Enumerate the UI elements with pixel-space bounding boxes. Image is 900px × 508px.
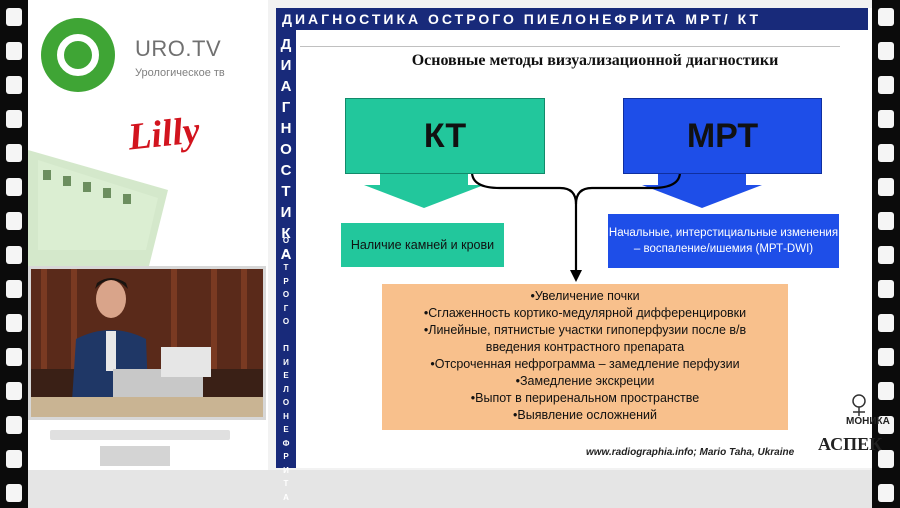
vertical-letter: Н <box>280 120 292 137</box>
vertical-letter: О <box>282 236 290 245</box>
speaker-video <box>28 266 266 420</box>
film-hole-icon <box>878 178 894 196</box>
slide-header: ДИАГНОСТИКА ОСТРОГО ПИЕЛОНЕФРИТА МРТ/ КТ <box>276 8 868 30</box>
vertical-letter: И <box>280 57 292 74</box>
vertical-letter: Т <box>281 183 291 200</box>
vertical-letter: И <box>283 357 289 367</box>
finding-item: •Линейные, пятнистые участки гипоперфузи… <box>423 323 747 337</box>
film-hole-icon <box>878 212 894 230</box>
vertical-letter <box>280 329 292 343</box>
film-hole-icon <box>878 382 894 400</box>
film-hole-icon <box>6 212 22 230</box>
film-hole-icon <box>878 280 894 298</box>
kt-method-box: КТ <box>345 98 545 174</box>
vertical-letter: Е <box>283 425 289 434</box>
vertical-letter: Г <box>283 303 289 313</box>
kt-result-box: Наличие камней и крови <box>341 223 504 267</box>
vertical-letter: О <box>282 398 290 407</box>
vertical-letter: С <box>280 162 292 179</box>
film-hole-icon <box>6 280 22 298</box>
vertical-letter: А <box>283 492 289 502</box>
vertical-letter: С <box>283 249 289 259</box>
film-hole-icon <box>6 178 22 196</box>
film-hole-icon <box>6 416 22 434</box>
film-hole-icon <box>878 144 894 162</box>
vertical-letter: О <box>282 317 290 326</box>
vertical-letter: О <box>282 290 290 299</box>
vertical-letter: Р <box>283 276 289 286</box>
finding-item: •Выпот в периренальном пространстве <box>470 391 700 405</box>
finding-item: введения контрастного препарата <box>485 340 685 354</box>
film-strip-right <box>872 0 900 508</box>
vertical-letter: Е <box>283 371 289 380</box>
slide-sidebar <box>276 8 296 468</box>
film-hole-icon <box>6 144 22 162</box>
finding-item: •Замедление экскреции <box>515 374 655 388</box>
film-reel-decoration-icon <box>28 150 168 270</box>
monitor-stand <box>50 430 230 440</box>
bottom-bar <box>28 470 872 508</box>
vertical-letter: Р <box>283 452 289 461</box>
channel-title: URO.TV <box>135 36 222 61</box>
vertical-letter: Т <box>283 263 289 272</box>
film-hole-icon <box>6 348 22 366</box>
vertical-letter: П <box>283 344 289 353</box>
vertical-letter: Н <box>283 411 289 421</box>
film-hole-icon <box>6 450 22 468</box>
film-hole-icon <box>878 348 894 366</box>
film-hole-icon <box>878 76 894 94</box>
vertical-letter: О <box>280 141 292 158</box>
mrt-method-box: МРТ <box>623 98 822 174</box>
monitor-base <box>100 446 170 466</box>
film-hole-icon <box>6 314 22 332</box>
uro-tv-logo-ring <box>57 34 99 76</box>
mrt-result-box: Начальные, интерстициальные изменения – … <box>608 214 839 268</box>
slide-footnote: www.radiographia.info; Mario Taha, Ukrai… <box>586 447 795 458</box>
film-hole-icon <box>6 42 22 60</box>
film-hole-icon <box>878 416 894 434</box>
divider <box>300 46 840 47</box>
film-hole-icon <box>878 484 894 502</box>
finding-item: •Увеличение почки <box>530 289 640 303</box>
film-hole-icon <box>878 314 894 332</box>
film-hole-icon <box>878 246 894 264</box>
vertical-letter: Г <box>281 99 291 116</box>
vertical-letter: Д <box>280 36 292 53</box>
finding-item: •Отсроченная нефрограмма – замедление пе… <box>430 357 740 371</box>
vertical-letter: И <box>280 204 292 221</box>
film-hole-icon <box>6 246 22 264</box>
vertical-letter: Л <box>283 384 289 394</box>
film-hole-icon <box>6 382 22 400</box>
film-hole-icon <box>6 110 22 128</box>
film-hole-icon <box>878 450 894 468</box>
channel-subtitle: Урологическое тв <box>135 67 225 79</box>
monika-logo-icon <box>852 394 866 416</box>
film-hole-icon <box>878 42 894 60</box>
vertical-letter: И <box>283 465 289 475</box>
vertical-letter: А <box>280 246 292 263</box>
finding-item: •Выявление осложнений <box>513 408 657 422</box>
aspect-logo: АСПЕК <box>818 434 883 454</box>
vertical-letter: К <box>281 225 291 242</box>
finding-item: •Сглаженность кортико-медулярной диффере… <box>423 306 747 320</box>
vertical-letter: А <box>280 78 292 95</box>
flow-arrows <box>364 171 762 282</box>
vertical-letter: Ф <box>282 438 290 448</box>
slide-title: Основные методы визуализационной диагнос… <box>411 52 779 69</box>
film-hole-icon <box>6 76 22 94</box>
vertical-letter: Т <box>283 479 289 488</box>
film-hole-icon <box>878 8 894 26</box>
film-strip-left <box>0 0 28 508</box>
findings-box: •Увеличение почки •Сглаженность кортико-… <box>382 284 788 430</box>
film-hole-icon <box>6 484 22 502</box>
film-hole-icon <box>878 110 894 128</box>
monika-logo-text: МОНИКА <box>846 416 890 427</box>
film-hole-icon <box>6 8 22 26</box>
